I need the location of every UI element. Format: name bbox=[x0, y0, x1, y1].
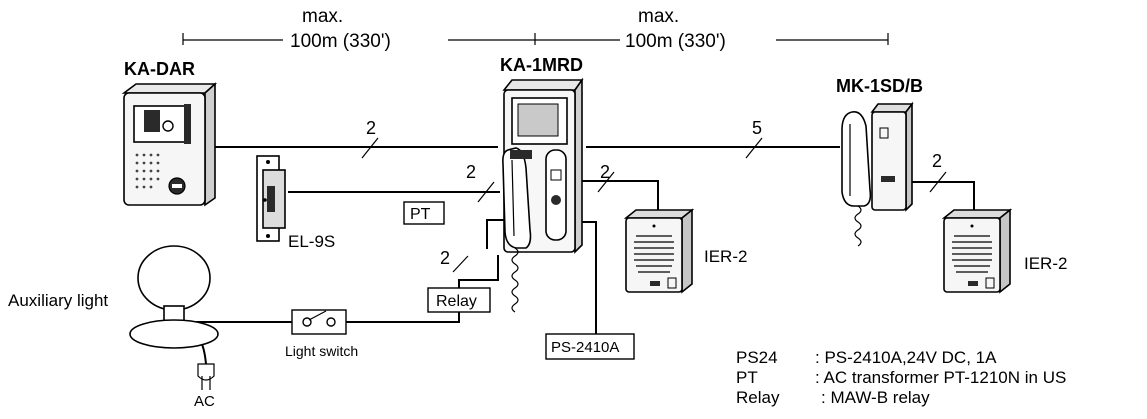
wire-count-speaker-right: 2 bbox=[932, 151, 942, 171]
door-station-device bbox=[121, 82, 218, 207]
door-station-label: KA-DAR bbox=[124, 59, 195, 79]
distance-right-max: max. bbox=[638, 6, 679, 27]
speaker-left-device bbox=[623, 208, 695, 294]
door-release-device bbox=[256, 155, 286, 242]
legend-key-ps24: PS24 bbox=[736, 348, 778, 367]
speaker-left-label: IER-2 bbox=[704, 247, 747, 266]
legend-key-relay: Relay bbox=[736, 388, 780, 407]
legend-key-pt: PT bbox=[736, 368, 758, 387]
wire-master-to-speaker bbox=[578, 180, 659, 212]
distance-left-max: max. bbox=[302, 6, 343, 27]
wire-count-sub: 5 bbox=[752, 118, 762, 138]
wire-pt-to-master bbox=[486, 219, 505, 249]
wire-sub-to-speaker bbox=[912, 181, 975, 212]
light-switch-label: Light switch bbox=[285, 343, 358, 359]
light-switch-device bbox=[291, 309, 347, 335]
auxiliary-light-device bbox=[129, 245, 219, 349]
sub-station-device bbox=[841, 101, 914, 247]
power-supply-label: PS-2410A bbox=[551, 339, 619, 356]
wire-count-speaker-left: 2 bbox=[600, 162, 610, 182]
relay-box-label: Relay bbox=[436, 293, 477, 310]
sub-station-label: MK-1SD/B bbox=[836, 76, 923, 96]
pt-box bbox=[403, 201, 445, 225]
aux-light-label: Auxiliary light bbox=[8, 291, 108, 310]
legend-value-pt: : AC transformer PT-1210N in US bbox=[815, 368, 1066, 387]
wire-relay-to-master bbox=[458, 255, 499, 288]
door-release-label: EL-9S bbox=[288, 232, 335, 251]
legend: PS24 : PS-2410A,24V DC, 1A PT : AC trans… bbox=[736, 348, 1066, 407]
wire-count-door: 2 bbox=[366, 118, 376, 138]
pt-box-label: PT bbox=[410, 206, 431, 223]
master-station-device bbox=[502, 77, 584, 313]
wire-count-release: 2 bbox=[466, 162, 476, 182]
distance-dimension-left: max. 100m (330') bbox=[182, 6, 536, 52]
distance-dimension-right: max. 100m (330') bbox=[535, 6, 889, 52]
wire-count-relay: 2 bbox=[440, 248, 450, 268]
wiring bbox=[195, 137, 975, 365]
power-supply-box bbox=[545, 333, 635, 360]
distance-left-value: 100m (330') bbox=[290, 31, 391, 52]
distance-right-value: 100m (330') bbox=[625, 31, 726, 52]
master-station-label: KA-1MRD bbox=[500, 55, 583, 75]
legend-value-ps24: : PS-2410A,24V DC, 1A bbox=[815, 348, 997, 367]
legend-value-relay: : MAW-B relay bbox=[821, 388, 930, 407]
ac-label: AC bbox=[194, 393, 215, 410]
speaker-right-device bbox=[941, 208, 1013, 294]
speaker-right-label: IER-2 bbox=[1024, 254, 1067, 273]
ac-plug-icon bbox=[197, 363, 215, 390]
relay-box bbox=[427, 287, 491, 313]
